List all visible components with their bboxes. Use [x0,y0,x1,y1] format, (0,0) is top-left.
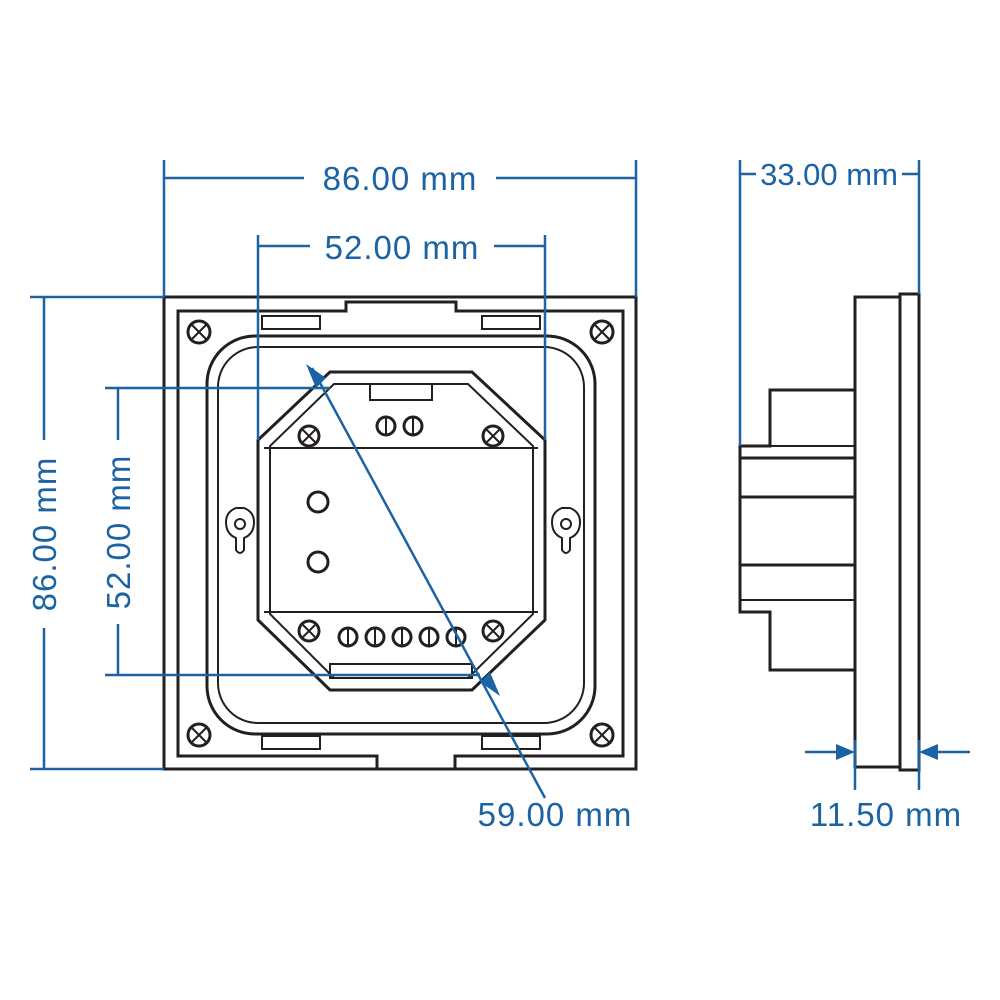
screw-bottom-left [186,722,212,748]
diagonal-arrow-top [306,364,326,388]
diagonal-label: 59.00 mm [478,796,633,833]
side-view [738,292,921,772]
screw-top-left [186,319,212,345]
left-keyhole-slot [224,507,256,554]
diagonal-arrow-bottom [480,672,500,696]
plate-thickness-label: 11.50 mm [810,796,962,833]
plate-arrow-left [836,744,855,760]
front-inner-frame [176,300,625,771]
front-rounded-frame-outer [205,334,597,736]
bottom-connector-block [329,663,473,679]
front-rounded-frame-inner [217,346,585,724]
screw-bottom-right [589,722,615,748]
top-right-clip [481,315,541,330]
inner-height-label: 52.00 mm [100,455,137,610]
bottom-terminals [337,626,467,648]
top-connector-block [369,383,433,401]
module-screw-top-right [481,424,505,448]
side-body-upper-step [738,388,855,672]
screw-top-right [589,319,615,345]
front-dimensions [30,160,638,799]
top-left-clip [261,315,321,330]
top-terminals [375,415,424,437]
side-cover [898,292,921,772]
plate-arrow-right [919,744,938,760]
bottom-left-clip [261,735,321,750]
right-keyhole-slot [550,507,582,554]
bottom-right-clip [481,735,541,750]
module-screw-top-left [297,424,321,448]
side-plate [853,295,902,769]
inner-width-label: 52.00 mm [325,229,480,266]
overall-height-label: 86.00 mm [26,457,63,612]
module-screw-bottom-right [481,619,505,643]
module-screw-bottom-left [297,619,321,643]
side-dimensions [738,160,970,790]
depth-label: 33.00 mm [760,157,898,192]
overall-width-label: 86.00 mm [323,160,478,197]
module-button-upper [306,490,330,514]
module-button-lower [306,550,330,574]
